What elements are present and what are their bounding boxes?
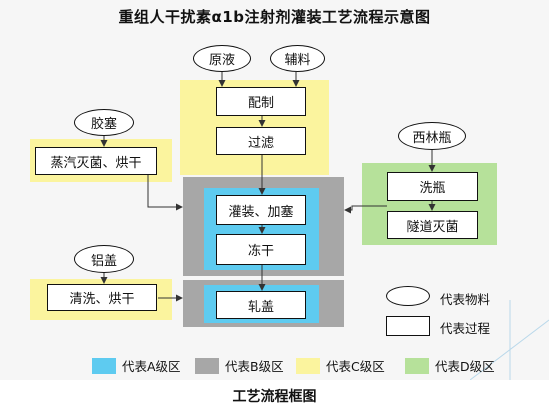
legend-zone-c-label: 代表C级区 <box>326 359 385 374</box>
legend-zone-d: 代表D级区 <box>405 356 495 375</box>
legend-process-symbol <box>386 316 430 336</box>
process-vial-wash: 洗瓶 <box>387 172 478 201</box>
legend-zone-b: 代表B级区 <box>195 356 284 375</box>
arrow-sterilize-to-fill <box>147 175 183 211</box>
material-excipient: 辅料 <box>270 45 325 72</box>
process-preparation: 配制 <box>216 87 306 116</box>
legend-zone-a: 代表A级区 <box>92 356 181 375</box>
process-fill-stopper: 灌装、加塞 <box>216 195 306 225</box>
legend-zone-d-label: 代表D级区 <box>435 359 495 374</box>
figure-caption: 工艺流程框图 <box>232 389 317 405</box>
legend-material-label: 代表物料 <box>440 292 491 307</box>
legend-process-label: 代表过程 <box>440 321 491 336</box>
process-freeze-dry: 冻干 <box>216 234 306 265</box>
material-raw-liquid: 原液 <box>193 45 251 72</box>
process-capping: 轧盖 <box>216 291 306 319</box>
process-filtration: 过滤 <box>216 127 306 155</box>
flow-connectors <box>100 72 436 302</box>
material-vial: 西林瓶 <box>398 122 466 150</box>
diagram-title: 重组人干扰素α1b注射剂灌装工艺流程示意图 <box>118 8 431 26</box>
legend-zone-a-label: 代表A级区 <box>122 359 181 374</box>
legend-zone-c: 代表C级区 <box>296 356 385 375</box>
material-aluminum-cap: 铝盖 <box>74 245 134 273</box>
arrow-vial-to-fill <box>344 205 387 214</box>
legend-zone-b-label: 代表B级区 <box>225 359 284 374</box>
decorative-lines <box>470 300 549 380</box>
process-tunnel-sterilize: 隧道灭菌 <box>387 211 478 239</box>
legend-zone-d-swatch <box>405 357 429 374</box>
legend-zone-c-swatch <box>296 357 320 374</box>
legend-zone-a-swatch <box>92 357 116 374</box>
material-stopper: 胶塞 <box>74 109 134 136</box>
process-stopper-sterilize: 蒸汽灭菌、烘干 <box>35 147 157 175</box>
legend-zone-b-swatch <box>195 357 219 374</box>
legend-material-symbol <box>386 286 430 306</box>
process-cap-wash: 清洗、烘干 <box>47 284 157 311</box>
